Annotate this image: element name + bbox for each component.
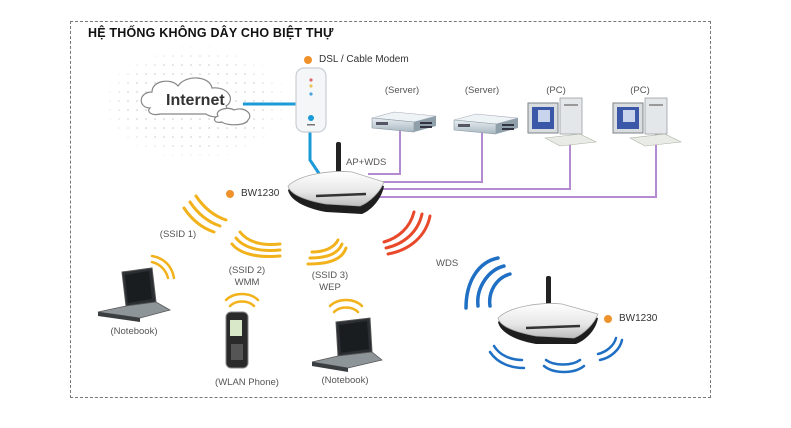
router-icon bbox=[497, 276, 599, 344]
modem-label: DSL / Cable Modem bbox=[319, 54, 409, 65]
laptop-icon bbox=[311, 317, 383, 372]
server-label: (Server) bbox=[384, 85, 420, 96]
ssid-1-waves bbox=[182, 194, 228, 234]
modem-tag: DSL / Cable Modem bbox=[304, 54, 409, 65]
cloud-icon bbox=[140, 77, 251, 126]
ssid-3-waves bbox=[306, 238, 348, 266]
diagram-title: HỆ THỐNG KHÔNG DÂY CHO BIỆT THỰ bbox=[88, 26, 334, 40]
remote-router-waves bbox=[488, 336, 624, 374]
router-icon bbox=[287, 142, 385, 214]
laptop-icon bbox=[97, 267, 172, 322]
diagram-frame bbox=[70, 21, 711, 398]
bullet-dot-icon bbox=[226, 189, 234, 198]
desktop-pc-icon bbox=[527, 97, 598, 147]
server-icon bbox=[453, 113, 519, 135]
router-role-label: AP+WDS bbox=[346, 157, 387, 168]
pc-label: (PC) bbox=[630, 85, 650, 96]
ssid-1-label: (SSID 1) bbox=[159, 229, 197, 240]
wds-label: WDS bbox=[436, 258, 459, 269]
main-router-tag: BW1230 bbox=[226, 188, 279, 199]
mobile-phone-icon bbox=[225, 311, 249, 369]
wds-out-waves bbox=[382, 210, 432, 256]
lan-links bbox=[368, 130, 657, 198]
main-router-label: BW1230 bbox=[241, 188, 280, 199]
notebook-2-waves bbox=[328, 298, 364, 314]
bullet-dot-icon bbox=[304, 55, 312, 64]
notebook-1-waves bbox=[150, 254, 176, 280]
ssid-3-label: (SSID 3) bbox=[311, 270, 349, 281]
server-icon bbox=[371, 111, 437, 133]
modem-router-link bbox=[308, 132, 324, 179]
ssid-3-feature: WEP bbox=[319, 282, 341, 293]
notebook-label: (Notebook) bbox=[321, 375, 369, 386]
wlan-phone-label: (WLAN Phone) bbox=[215, 377, 279, 388]
server-label: (Server) bbox=[464, 85, 500, 96]
remote-router-tag: BW1230 bbox=[604, 313, 657, 324]
internet-label: Internet bbox=[166, 92, 225, 109]
notebook-label: (Notebook) bbox=[110, 326, 158, 337]
ssid-2-waves bbox=[230, 230, 282, 258]
ssid-2-label: (SSID 2) bbox=[228, 265, 266, 276]
bullet-dot-icon bbox=[604, 314, 612, 323]
ssid-2-feature: WMM bbox=[234, 277, 260, 288]
desktop-pc-icon bbox=[612, 97, 683, 147]
modem-icon bbox=[295, 67, 327, 133]
pc-label: (PC) bbox=[546, 85, 566, 96]
phone-waves bbox=[224, 292, 260, 308]
remote-router-label: BW1230 bbox=[619, 313, 658, 324]
wds-in-waves bbox=[464, 256, 512, 310]
